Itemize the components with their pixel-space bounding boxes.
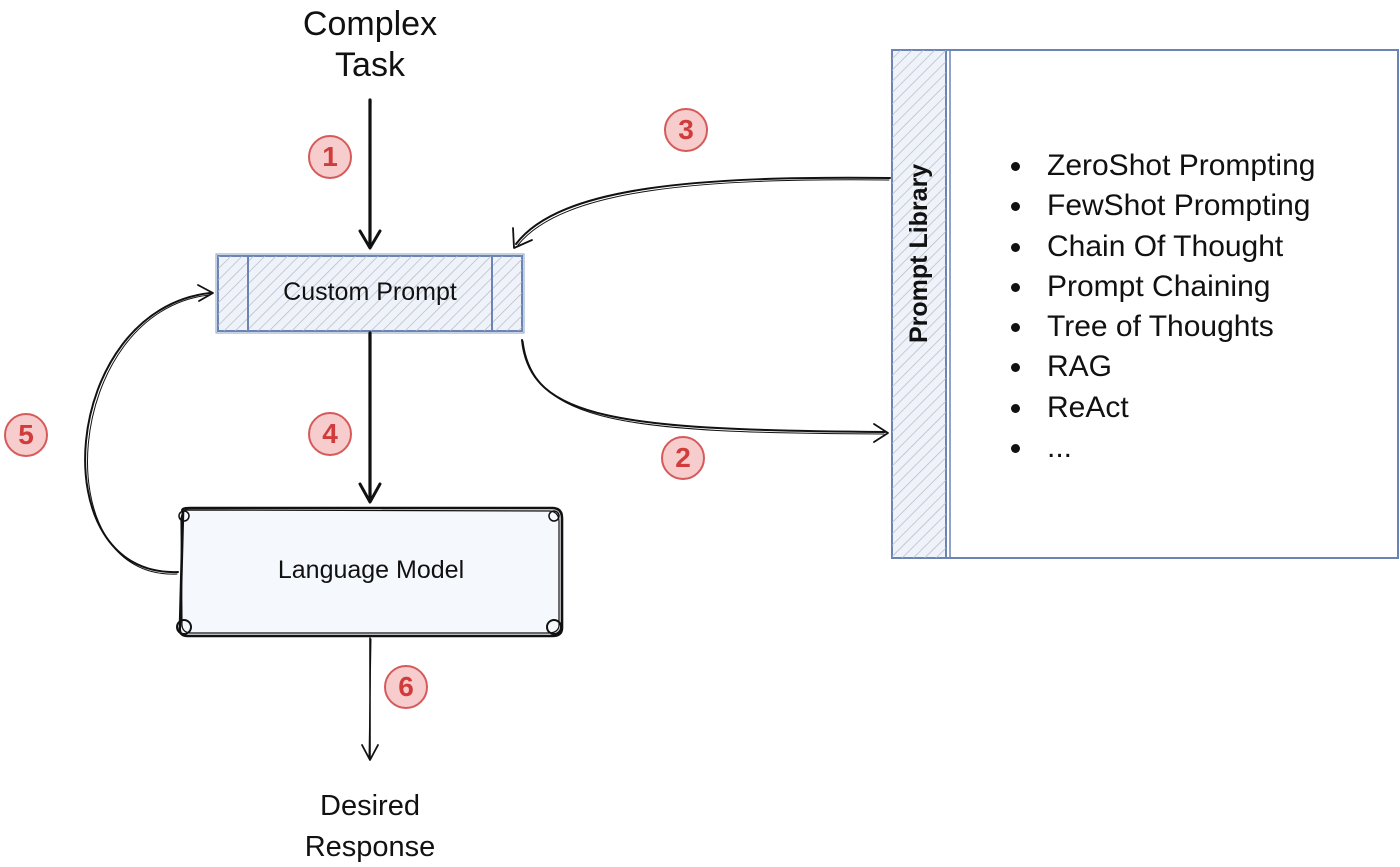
prompt-library-panel: [891, 49, 1399, 559]
library-item-rag: RAG: [1005, 347, 1315, 387]
step-badge-5: 5: [4, 413, 48, 457]
library-item-react: ReAct: [1005, 388, 1315, 428]
edge-prompt-to-library: [521, 339, 889, 443]
custom-prompt-node: [215, 253, 525, 334]
desired-response-line-1: Desired: [320, 790, 420, 822]
prompt-library-list: ZeroShot Prompting FewShot Prompting Cha…: [1005, 146, 1315, 468]
library-item-fewshot: FewShot Prompting: [1005, 186, 1315, 226]
library-item-more: ...: [1005, 428, 1315, 468]
language-model-label: Language Model: [277, 556, 465, 584]
edge-model-to-response: [361, 637, 379, 761]
custom-prompt-label: Custom Prompt: [283, 278, 457, 306]
library-item-chain-of-thought: Chain Of Thought: [1005, 227, 1315, 267]
step-badge-1: 1: [308, 135, 352, 179]
language-model-node: [176, 506, 564, 638]
library-item-prompt-chaining: Prompt Chaining: [1005, 267, 1315, 307]
complex-task-label: Complex Task: [270, 4, 470, 86]
edge-library-to-prompt: [512, 176, 891, 249]
edges: [84, 98, 891, 761]
step-badge-6: 6: [384, 665, 428, 709]
edge-prompt-to-model: [358, 331, 382, 504]
desired-response-line-2: Response: [304, 830, 436, 863]
step-badge-2: 2: [661, 436, 705, 480]
library-item-zeroshot: ZeroShot Prompting: [1005, 146, 1315, 186]
edge-task-to-prompt: [358, 98, 382, 250]
complex-task-line-1: Complex: [302, 5, 438, 43]
library-item-tree-of-thoughts: Tree of Thoughts: [1005, 307, 1315, 347]
step-badge-3: 3: [664, 108, 708, 152]
prompt-library-title: Prompt Library: [905, 164, 933, 343]
desired-response-label: Desired Response: [270, 786, 470, 867]
step-badge-4: 4: [308, 412, 352, 456]
complex-task-line-2: Task: [335, 45, 405, 84]
